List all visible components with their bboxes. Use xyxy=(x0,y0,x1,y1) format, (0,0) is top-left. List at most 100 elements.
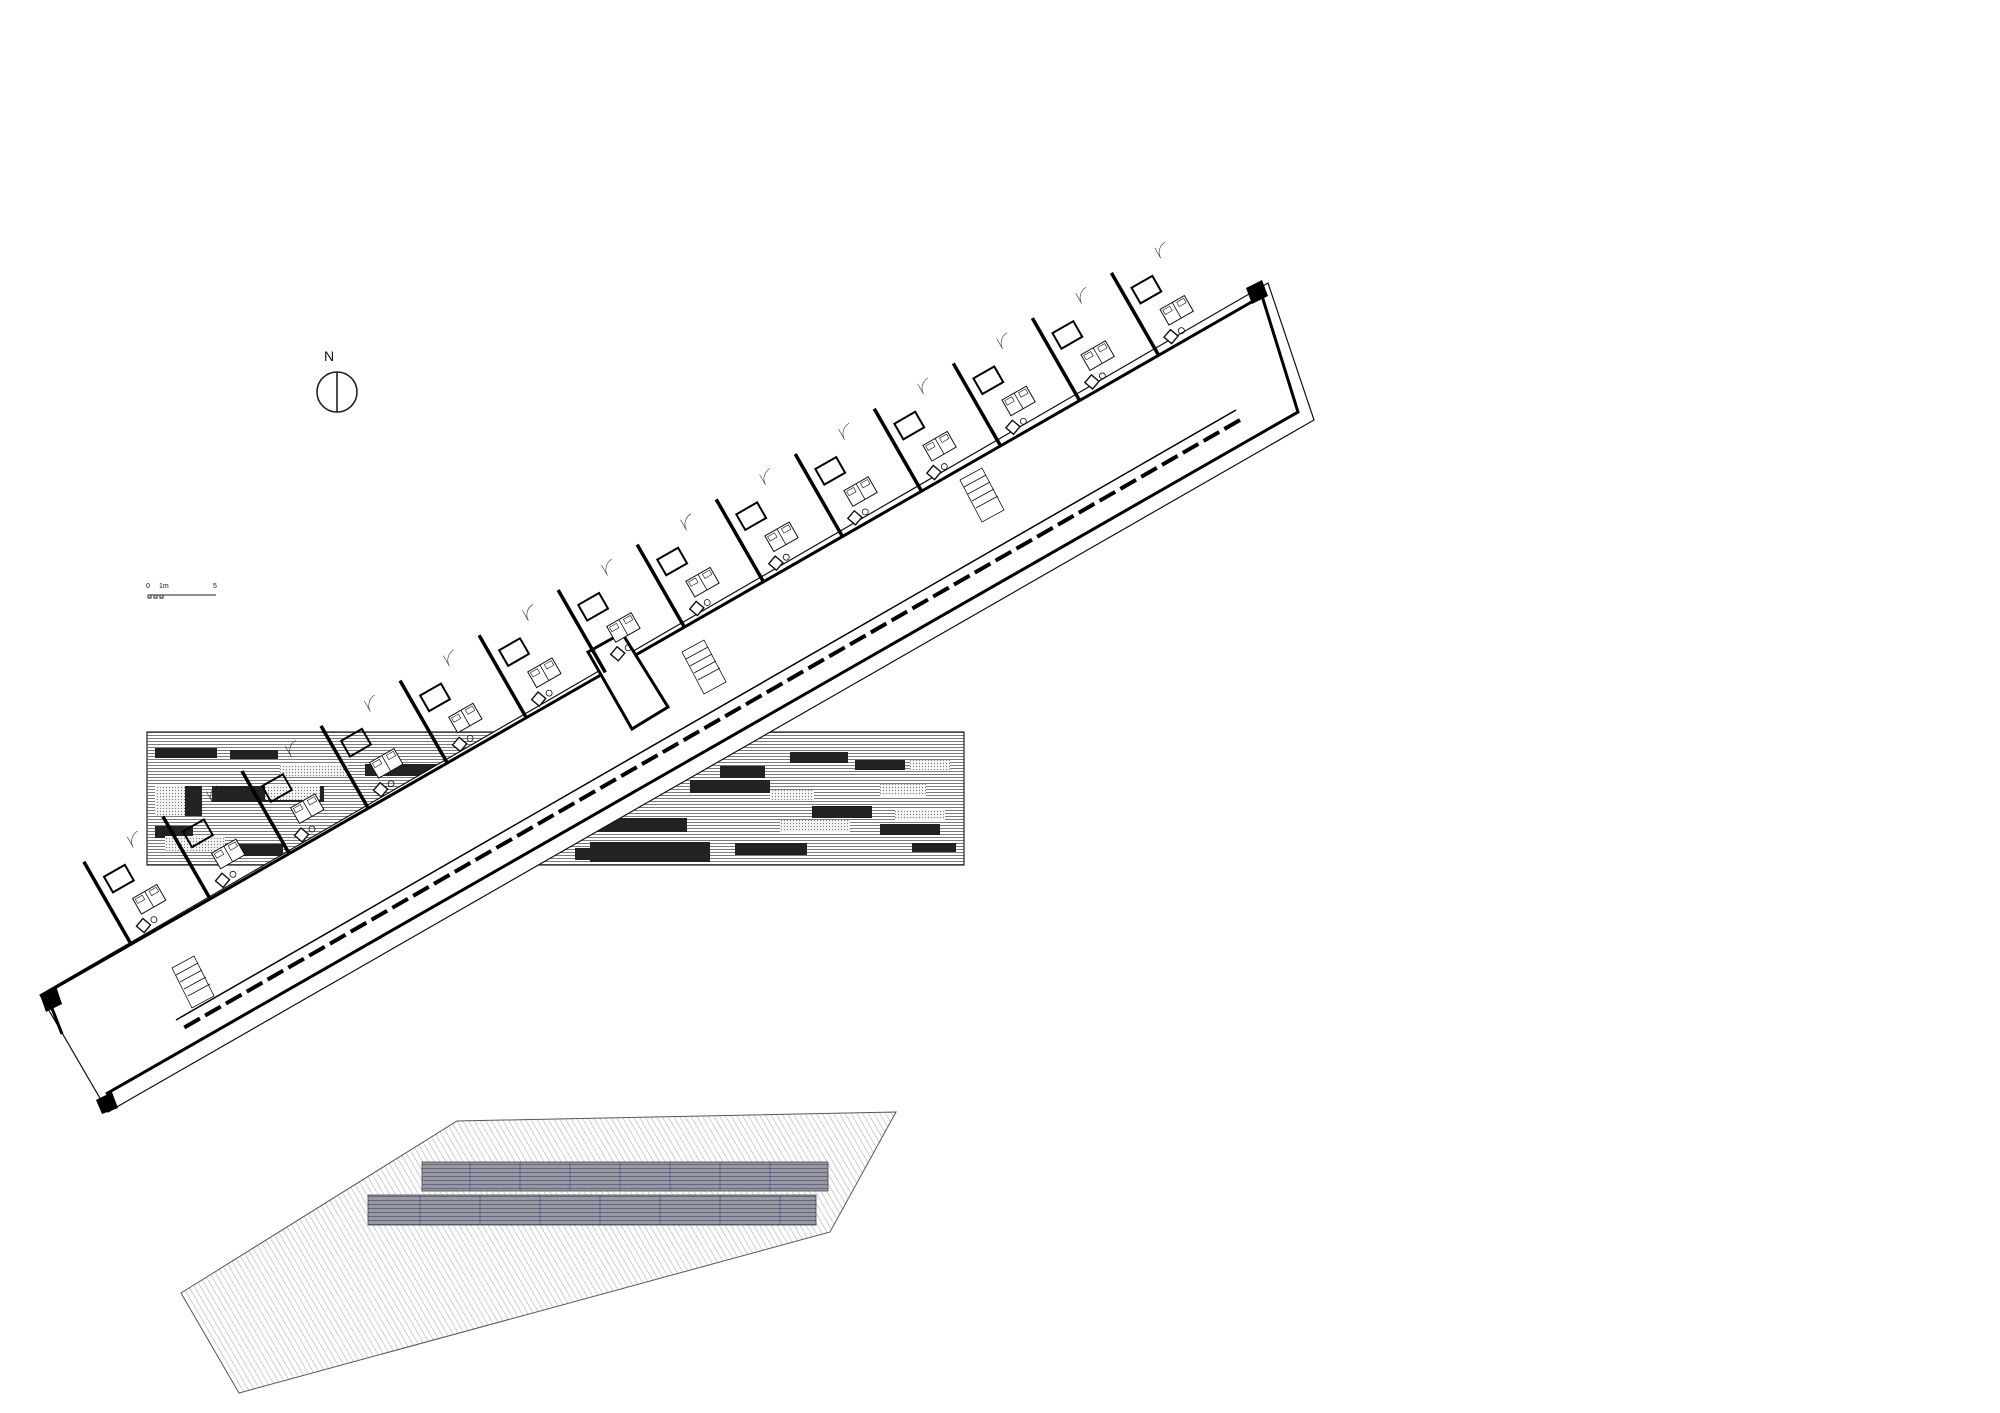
door-swing-icon xyxy=(206,785,217,803)
bathroom-block xyxy=(102,863,136,894)
bathroom-block xyxy=(497,636,531,668)
armchair-icon xyxy=(1083,373,1101,390)
room-partition-wall xyxy=(477,634,528,719)
bathroom-block xyxy=(972,365,1005,396)
room-partition-wall xyxy=(1030,317,1082,402)
room-partition-wall xyxy=(398,679,449,764)
armchair-icon xyxy=(1162,328,1180,345)
bed-icon xyxy=(764,521,799,553)
armchair-icon xyxy=(609,645,626,662)
room-partition-wall xyxy=(872,407,924,493)
bathroom-block xyxy=(339,727,373,758)
room-partition-wall xyxy=(240,770,291,855)
bathroom-block xyxy=(1051,319,1084,351)
bed-icon xyxy=(368,747,404,779)
armchair-icon xyxy=(846,509,863,526)
scale-bar-icon xyxy=(147,594,216,599)
door-swing-icon xyxy=(680,513,692,531)
side-table-icon xyxy=(940,463,948,470)
bathroom-block xyxy=(734,501,768,532)
side-table-icon xyxy=(308,825,316,833)
door-swing-icon xyxy=(838,422,850,440)
side-table-icon xyxy=(150,916,158,924)
door-swing-icon xyxy=(996,332,1008,350)
room-partition-wall xyxy=(951,362,1003,447)
side-table-icon xyxy=(466,735,474,742)
scale-tick-end: 5 xyxy=(213,583,217,590)
bed-icon xyxy=(606,612,641,643)
bathroom-block xyxy=(813,455,847,487)
room-furniture xyxy=(126,241,1194,934)
bed-icon xyxy=(843,476,878,507)
armchair-icon xyxy=(767,555,784,572)
north-arrow-icon xyxy=(316,371,358,413)
side-table-icon xyxy=(703,599,711,606)
door-swing-icon xyxy=(601,558,613,576)
north-label: N xyxy=(324,348,334,364)
door-swing-icon xyxy=(759,468,771,486)
bathroom-block xyxy=(1130,274,1163,305)
bathroom-block xyxy=(655,546,689,577)
bathroom-block xyxy=(893,410,926,441)
door-swing-icon xyxy=(522,604,534,621)
bed-icon xyxy=(448,702,483,734)
armchair-icon xyxy=(293,826,310,844)
bathroom-block xyxy=(576,591,610,622)
stair-core-center xyxy=(681,639,727,695)
side-table-icon xyxy=(1019,417,1027,425)
door-swing-icon xyxy=(443,649,454,667)
hotel-floor-plan xyxy=(39,241,1315,1114)
scale-tick-unit: 1m xyxy=(159,583,169,590)
armchair-icon xyxy=(688,600,705,617)
bed-icon xyxy=(289,793,325,825)
room-partition-wall xyxy=(793,453,844,538)
room-partition-wall xyxy=(319,725,370,810)
room-partition-wall xyxy=(714,498,765,583)
door-swing-icon xyxy=(917,377,929,395)
bed-icon xyxy=(922,430,957,462)
bed-icon xyxy=(1001,385,1036,417)
door-swing-icon xyxy=(285,740,296,757)
side-table-icon xyxy=(624,644,632,652)
room-walls xyxy=(82,271,1163,946)
side-table-icon xyxy=(387,780,395,788)
side-table-icon xyxy=(545,689,553,697)
bed-icon xyxy=(527,657,562,689)
door-swing-icon xyxy=(1154,241,1166,259)
bed-icon xyxy=(131,883,167,915)
bathroom-block xyxy=(418,682,452,713)
room-partition-wall xyxy=(635,543,686,628)
door-swing-icon xyxy=(364,694,375,712)
armchair-icon xyxy=(530,691,547,708)
bathroom-block xyxy=(181,818,215,849)
armchair-icon xyxy=(372,781,389,798)
bed-icon xyxy=(1159,294,1194,326)
bathroom-block xyxy=(260,772,294,804)
scale-bar: 0 1m 5 xyxy=(146,583,217,599)
room-partition-wall xyxy=(161,815,212,900)
armchair-icon xyxy=(135,917,152,934)
armchair-icon xyxy=(1004,419,1021,436)
door-swing-icon xyxy=(126,830,138,848)
bed-icon xyxy=(1080,340,1115,372)
side-table-icon xyxy=(861,508,869,516)
door-swing-icon xyxy=(1075,287,1087,304)
bed-icon xyxy=(210,838,246,870)
north-arrow: N xyxy=(316,348,358,413)
room-partition-wall xyxy=(82,860,133,946)
stair-core-east xyxy=(959,467,1005,523)
stair-core-west xyxy=(171,955,215,1009)
side-table-icon xyxy=(1098,372,1106,380)
side-table-icon xyxy=(229,870,237,878)
room-partition-wall xyxy=(556,589,607,674)
side-table-icon xyxy=(782,553,790,561)
armchair-icon xyxy=(925,464,942,481)
side-table-icon xyxy=(1178,327,1185,335)
armchair-icon xyxy=(451,736,468,753)
room-partition-wall xyxy=(1109,271,1161,357)
bed-icon xyxy=(685,566,720,598)
scale-tick-zero: 0 xyxy=(146,583,150,590)
lower-wedge-garden xyxy=(180,1111,897,1394)
armchair-icon xyxy=(214,872,231,889)
